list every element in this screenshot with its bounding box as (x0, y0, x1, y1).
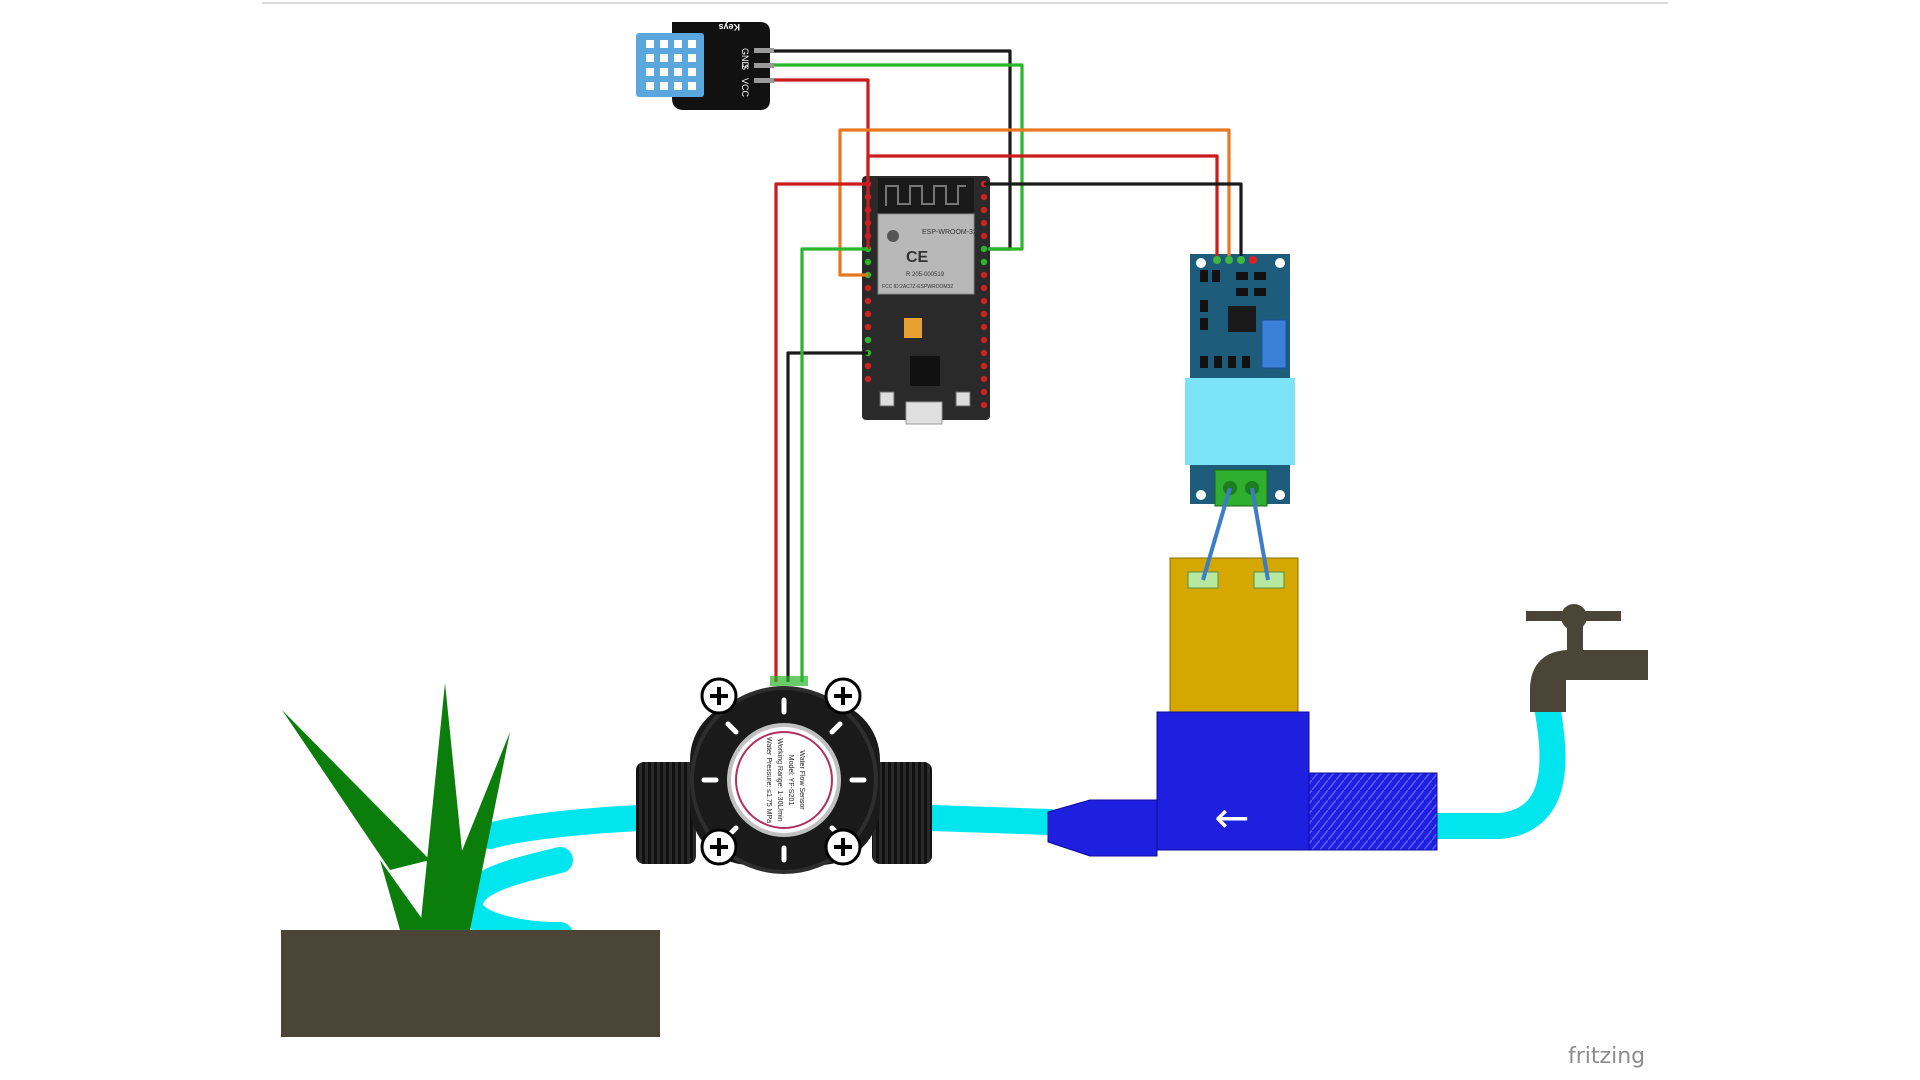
dht-grille-slots (646, 40, 696, 90)
wire-red-flow-vcc (774, 182, 868, 682)
flow-sensor-line-2: Model: YF-S201 (787, 755, 794, 806)
dht-pin-label-s: S (740, 64, 750, 70)
water-pipe-tap-to-valve (1417, 699, 1566, 839)
esp32-antenna-trace (885, 185, 966, 206)
wire-blue-valve-b (1250, 487, 1270, 581)
flow-sensor-thread-right (872, 762, 932, 864)
water-pipe-valve-to-sensor (919, 805, 1063, 835)
valve-terminal-right (1253, 571, 1285, 589)
screw-icon (824, 828, 862, 866)
water-pipe-sensor-to-plant (477, 805, 653, 849)
tap-spout (1530, 650, 1648, 712)
esp32-board: ESP-WROOM-32 CE R 205-000519 FCC ID:2AC7… (862, 176, 990, 425)
wires (774, 49, 1270, 682)
module-chip (1228, 306, 1256, 332)
flow-sensor-label-disc (727, 723, 841, 837)
esp32-usb-chip (910, 356, 940, 386)
dht-label: Keys (718, 22, 740, 32)
dht-pin-label-gnd: GND (740, 48, 750, 69)
wire-blue-valve-a (1201, 487, 1232, 581)
screw-icon (700, 828, 738, 866)
wire-red-module-vcc (866, 154, 1219, 256)
valve-thread-right (1308, 772, 1438, 851)
valve-nozzle-left (1047, 799, 1158, 857)
wifi-logo-icon (887, 230, 899, 242)
esp32-shield (877, 213, 975, 295)
flow-sensor-thread-left (636, 762, 696, 864)
esp32-usb-port (905, 401, 943, 425)
plant-leaf-right (430, 732, 510, 930)
valve-flow-arrow: ← (1214, 793, 1249, 842)
dht-sensor: Keys GND S VCC (636, 22, 774, 110)
esp32-antenna (878, 178, 974, 214)
flow-sensor-label-ring (735, 731, 833, 829)
module-header-pins (1213, 256, 1257, 264)
wire-red-dht-vcc (774, 78, 870, 249)
voltage-sensor-module (1185, 254, 1295, 507)
flow-sensor-connector (770, 676, 808, 686)
module-screw-terminal (1214, 469, 1268, 507)
dht-sensor-grille (636, 33, 704, 97)
esp32-reset-button (879, 391, 895, 407)
plant (282, 683, 510, 930)
fritzing-watermark: fritzing (1568, 1044, 1645, 1069)
esp32-module-name: ESP-WROOM-32 (922, 229, 977, 236)
wire-green-flow-signal (800, 247, 868, 682)
esp32-fcc-text: FCC ID:2AC7Z-ESPWROOM32 (882, 284, 953, 290)
flow-sensor-line-1: Water Flow Sensor (798, 750, 805, 810)
module-mount-holes (1196, 258, 1285, 500)
water-tap (1526, 604, 1648, 712)
esp32-pins-right (980, 180, 988, 409)
esp32-regulator (904, 318, 922, 338)
screw-icon (700, 677, 738, 715)
flow-sensor-screws (700, 677, 862, 866)
flow-sensor-line-3: Working Range: 1-30L/min (776, 738, 783, 821)
screw-icon (824, 677, 862, 715)
module-transformer (1185, 378, 1295, 465)
dht-pin-label-vcc: VCC (740, 78, 750, 98)
esp32-pins-right-used (980, 245, 988, 266)
flow-sensor-line-4: Water Pressure: ≤1.75 MPa (765, 737, 772, 823)
valve-body (1156, 711, 1310, 851)
plant-leaf-left (282, 710, 430, 870)
wire-black-module-gnd (984, 182, 1243, 256)
solenoid-valve: ← (1047, 557, 1438, 857)
plant-leaf-base (380, 860, 430, 930)
water-pipe-loop (456, 847, 573, 948)
dht-header-pins (754, 48, 774, 83)
module-potentiometer (1261, 319, 1287, 369)
water-flow-sensor: Water Flow Sensor Model: YF-S201 Working… (636, 677, 932, 874)
module-smd-parts (1200, 270, 1266, 368)
flow-sensor-label-text: Water Flow Sensor Model: YF-S201 Working… (765, 737, 805, 823)
tap-stem (1567, 620, 1583, 654)
esp32-r-code: R 205-000519 (906, 272, 945, 278)
wire-black-flow-gnd (786, 351, 868, 682)
wire-orange-module-signal (838, 128, 1231, 277)
esp32-ce-mark: CE (906, 249, 929, 266)
esp32-boot-button (955, 391, 971, 407)
soil-pot (281, 930, 660, 1037)
